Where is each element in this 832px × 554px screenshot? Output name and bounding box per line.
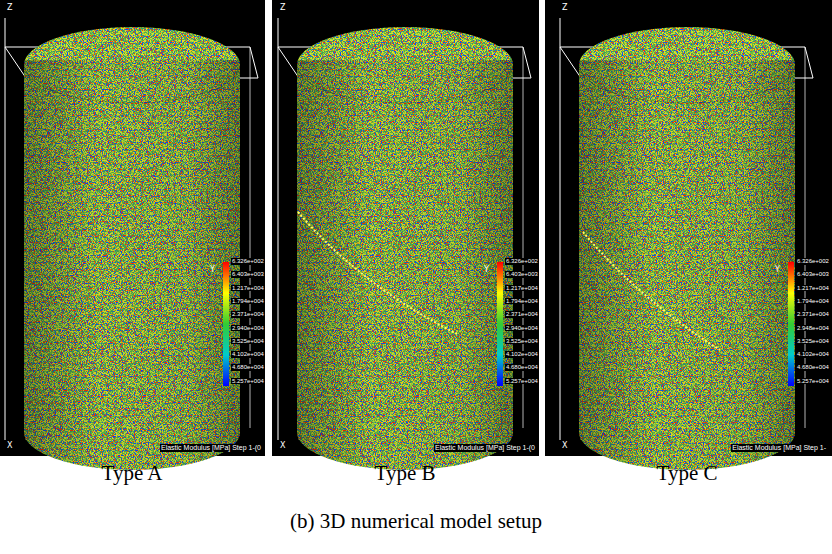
colorbar-title: Elastic Modulus [MPa] Step 1- <box>731 444 827 452</box>
colorbar-value: 6.403e+003 <box>231 271 265 278</box>
color-bar <box>497 262 503 386</box>
colorbar-value: 2.371e+004 <box>505 311 539 318</box>
axis-label: Y <box>484 266 489 275</box>
axis-label: X <box>7 442 12 451</box>
cylinder-model <box>295 25 515 475</box>
axis-label: X <box>562 442 567 451</box>
colorbar-value: 3.525e+004 <box>231 338 265 345</box>
colorbar-value: 1.217e+004 <box>231 285 265 292</box>
axis-label: Z <box>562 4 567 13</box>
colorbar-value: 2.940e+004 <box>231 325 265 332</box>
colorbar-value: 1.217e+004 <box>796 285 830 292</box>
colorbar-value: 4.102e+004 <box>796 351 830 358</box>
colorbar-value: 5.257e+004 <box>796 378 830 385</box>
cylinder-model <box>577 25 797 475</box>
colorbar-value: 2.371e+004 <box>231 311 265 318</box>
colorbar-value: 4.102e+004 <box>231 351 265 358</box>
axis-label: Z <box>280 4 285 13</box>
colorbar-value: 4.680e+004 <box>796 364 830 371</box>
panel-caption: Type C <box>657 462 718 485</box>
crack <box>298 212 457 334</box>
colorbar-value: 1.217e+004 <box>505 285 539 292</box>
axis-label: X <box>280 442 285 451</box>
colorbar-value: 3.525e+004 <box>796 338 830 345</box>
colorbar-value: 1.794e+004 <box>231 298 265 305</box>
colorbar-value: 6.326e+002 <box>796 258 830 265</box>
colorbar-value: 4.680e+004 <box>505 364 539 371</box>
color-bar <box>788 262 794 386</box>
colorbar-value: 5.257e+004 <box>231 378 265 385</box>
cylinder-model <box>22 25 242 475</box>
colorbar-value: 4.102e+004 <box>505 351 539 358</box>
axis-label: Y <box>775 266 780 275</box>
axis-label: Y <box>210 266 215 275</box>
colorbar-value: 6.403e+003 <box>505 271 539 278</box>
panel-caption: Type A <box>102 462 163 485</box>
axis-label: Z <box>7 4 12 13</box>
colorbar-value: 4.680e+004 <box>231 364 265 371</box>
crack <box>583 232 720 350</box>
colorbar-value: 5.257e+004 <box>505 378 539 385</box>
colorbar-title: Elastic Modulus [MPa] Step 1-(0 <box>160 444 262 452</box>
colorbar-title: Elastic Modulus [MPa] Step 1-(0 <box>434 444 536 452</box>
colorbar-value: 1.794e+004 <box>796 298 830 305</box>
colorbar-value: 2.371e+004 <box>796 311 830 318</box>
colorbar-value: 3.525e+004 <box>505 338 539 345</box>
colorbar-value: 2.940e+004 <box>505 325 539 332</box>
colorbar-value: 6.326e+002 <box>231 258 265 265</box>
colorbar-value: 6.403e+003 <box>796 271 830 278</box>
figure-caption: (b) 3D numerical model setup <box>290 510 542 533</box>
color-bar <box>223 262 229 386</box>
colorbar-value: 1.794e+004 <box>505 298 539 305</box>
panel-caption: Type B <box>375 462 436 485</box>
colorbar-value: 2.948e+004 <box>796 325 830 332</box>
colorbar-value: 6.326e+002 <box>505 258 539 265</box>
